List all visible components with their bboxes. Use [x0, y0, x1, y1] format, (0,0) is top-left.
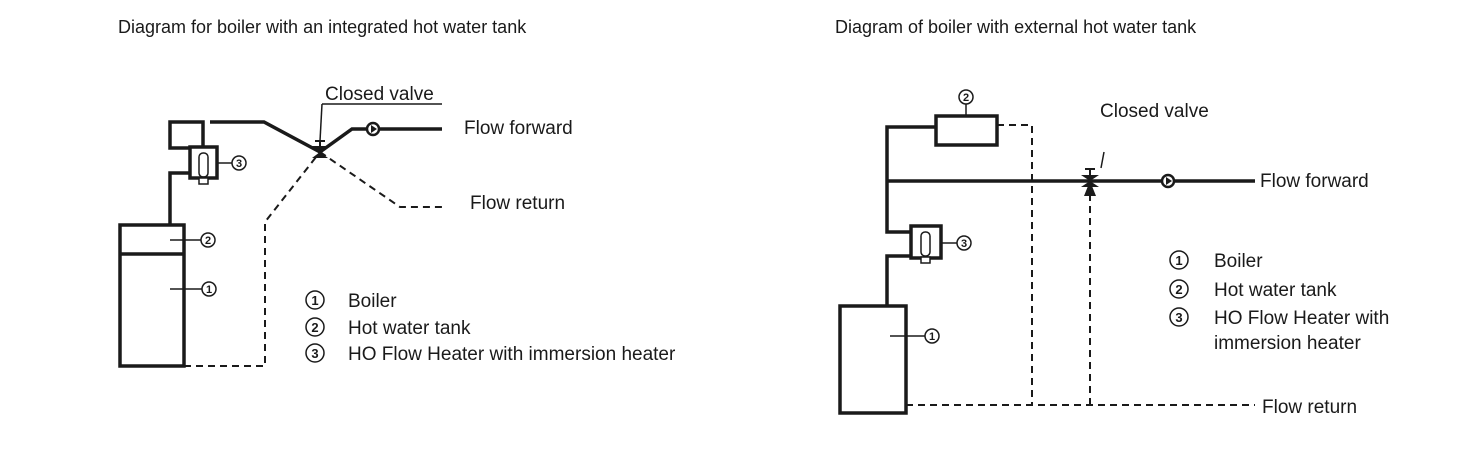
right-flow-forward-label: Flow forward — [1260, 171, 1369, 192]
right-legend-1-number: 1 — [1175, 253, 1182, 268]
left-diagram: Diagram for boiler with an integrated ho… — [118, 17, 676, 368]
right-closed-valve-label: Closed valve — [1100, 101, 1209, 122]
left-pipe-up — [168, 171, 190, 225]
right-flow-return-label: Flow return — [1262, 397, 1357, 418]
left-closed-valve-label: Closed valve — [325, 84, 434, 105]
right-legend-3-text-line1: HO Flow Heater with — [1214, 308, 1389, 329]
left-legend-3-text: HO Flow Heater with immersion heater — [348, 344, 676, 365]
right-callout-1-badge — [924, 328, 940, 344]
left-flow-forward-label: Flow forward — [464, 118, 573, 139]
left-pipe-forward — [318, 127, 442, 154]
right-boiler-body — [838, 304, 908, 415]
left-boiler-body — [118, 223, 186, 368]
right-callout-1-number: 1 — [929, 331, 935, 343]
right-legend: 1 Boiler 2 Hot water tank 3 HO Flow Heat… — [1169, 250, 1389, 354]
right-callout-2-number: 2 — [963, 92, 969, 104]
right-callout-3-badge — [956, 235, 972, 251]
right-pump-arrow-icon — [1166, 177, 1172, 185]
left-legend-2-number: 2 — [311, 320, 318, 335]
right-legend-2-number: 2 — [1175, 282, 1182, 297]
left-diagram-title: Diagram for boiler with an integrated ho… — [118, 17, 527, 37]
left-callout-1-badge — [201, 281, 217, 297]
right-hot-water-tank — [934, 114, 999, 147]
left-callout-1-number: 1 — [206, 284, 212, 296]
left-legend-3-number: 3 — [311, 346, 318, 361]
left-callout-3-badge — [231, 155, 247, 171]
right-callout-2-badge — [958, 89, 974, 105]
left-flow-heater — [188, 145, 219, 180]
left-pump-arrow-icon — [371, 125, 377, 133]
left-legend-1-text: Boiler — [348, 291, 397, 312]
right-diagram: Diagram of boiler with external hot wate… — [835, 17, 1389, 418]
left-pipe-to-valve — [210, 120, 321, 154]
left-callout-3-number: 3 — [236, 158, 242, 170]
left-legend-2-text: Hot water tank — [348, 318, 471, 339]
left-return-outlet — [319, 151, 444, 208]
right-pipe-up — [885, 254, 911, 306]
left-immersion-plug — [198, 177, 209, 185]
right-valve-leader — [1100, 151, 1105, 169]
left-legend: 1 Boiler 2 Hot water tank 3 HO Flow Heat… — [305, 290, 676, 365]
right-immersion-plug — [920, 256, 931, 264]
left-callout-2-badge — [200, 232, 216, 248]
left-legend-1-number: 1 — [311, 293, 318, 308]
right-callout-3-number: 3 — [961, 238, 967, 250]
right-legend-2-text: Hot water tank — [1214, 280, 1337, 301]
right-flow-heater — [909, 224, 943, 260]
left-flow-return-label: Flow return — [470, 193, 565, 214]
right-immersion-heater — [920, 231, 931, 257]
right-legend-1-text: Boiler — [1214, 251, 1263, 272]
left-immersion-heater — [198, 152, 209, 178]
right-legend-3-text-line2: immersion heater — [1214, 333, 1361, 354]
left-return-pipe — [184, 151, 321, 367]
right-legend-3-number: 3 — [1175, 310, 1182, 325]
left-valve-leader-drop — [319, 103, 323, 142]
left-callout-2-number: 2 — [205, 235, 211, 247]
right-closed-valve-icon — [1081, 168, 1099, 196]
right-tank-return — [997, 124, 1033, 405]
right-diagram-title: Diagram of boiler with external hot wate… — [835, 17, 1197, 37]
left-pipe-loop — [168, 120, 205, 150]
